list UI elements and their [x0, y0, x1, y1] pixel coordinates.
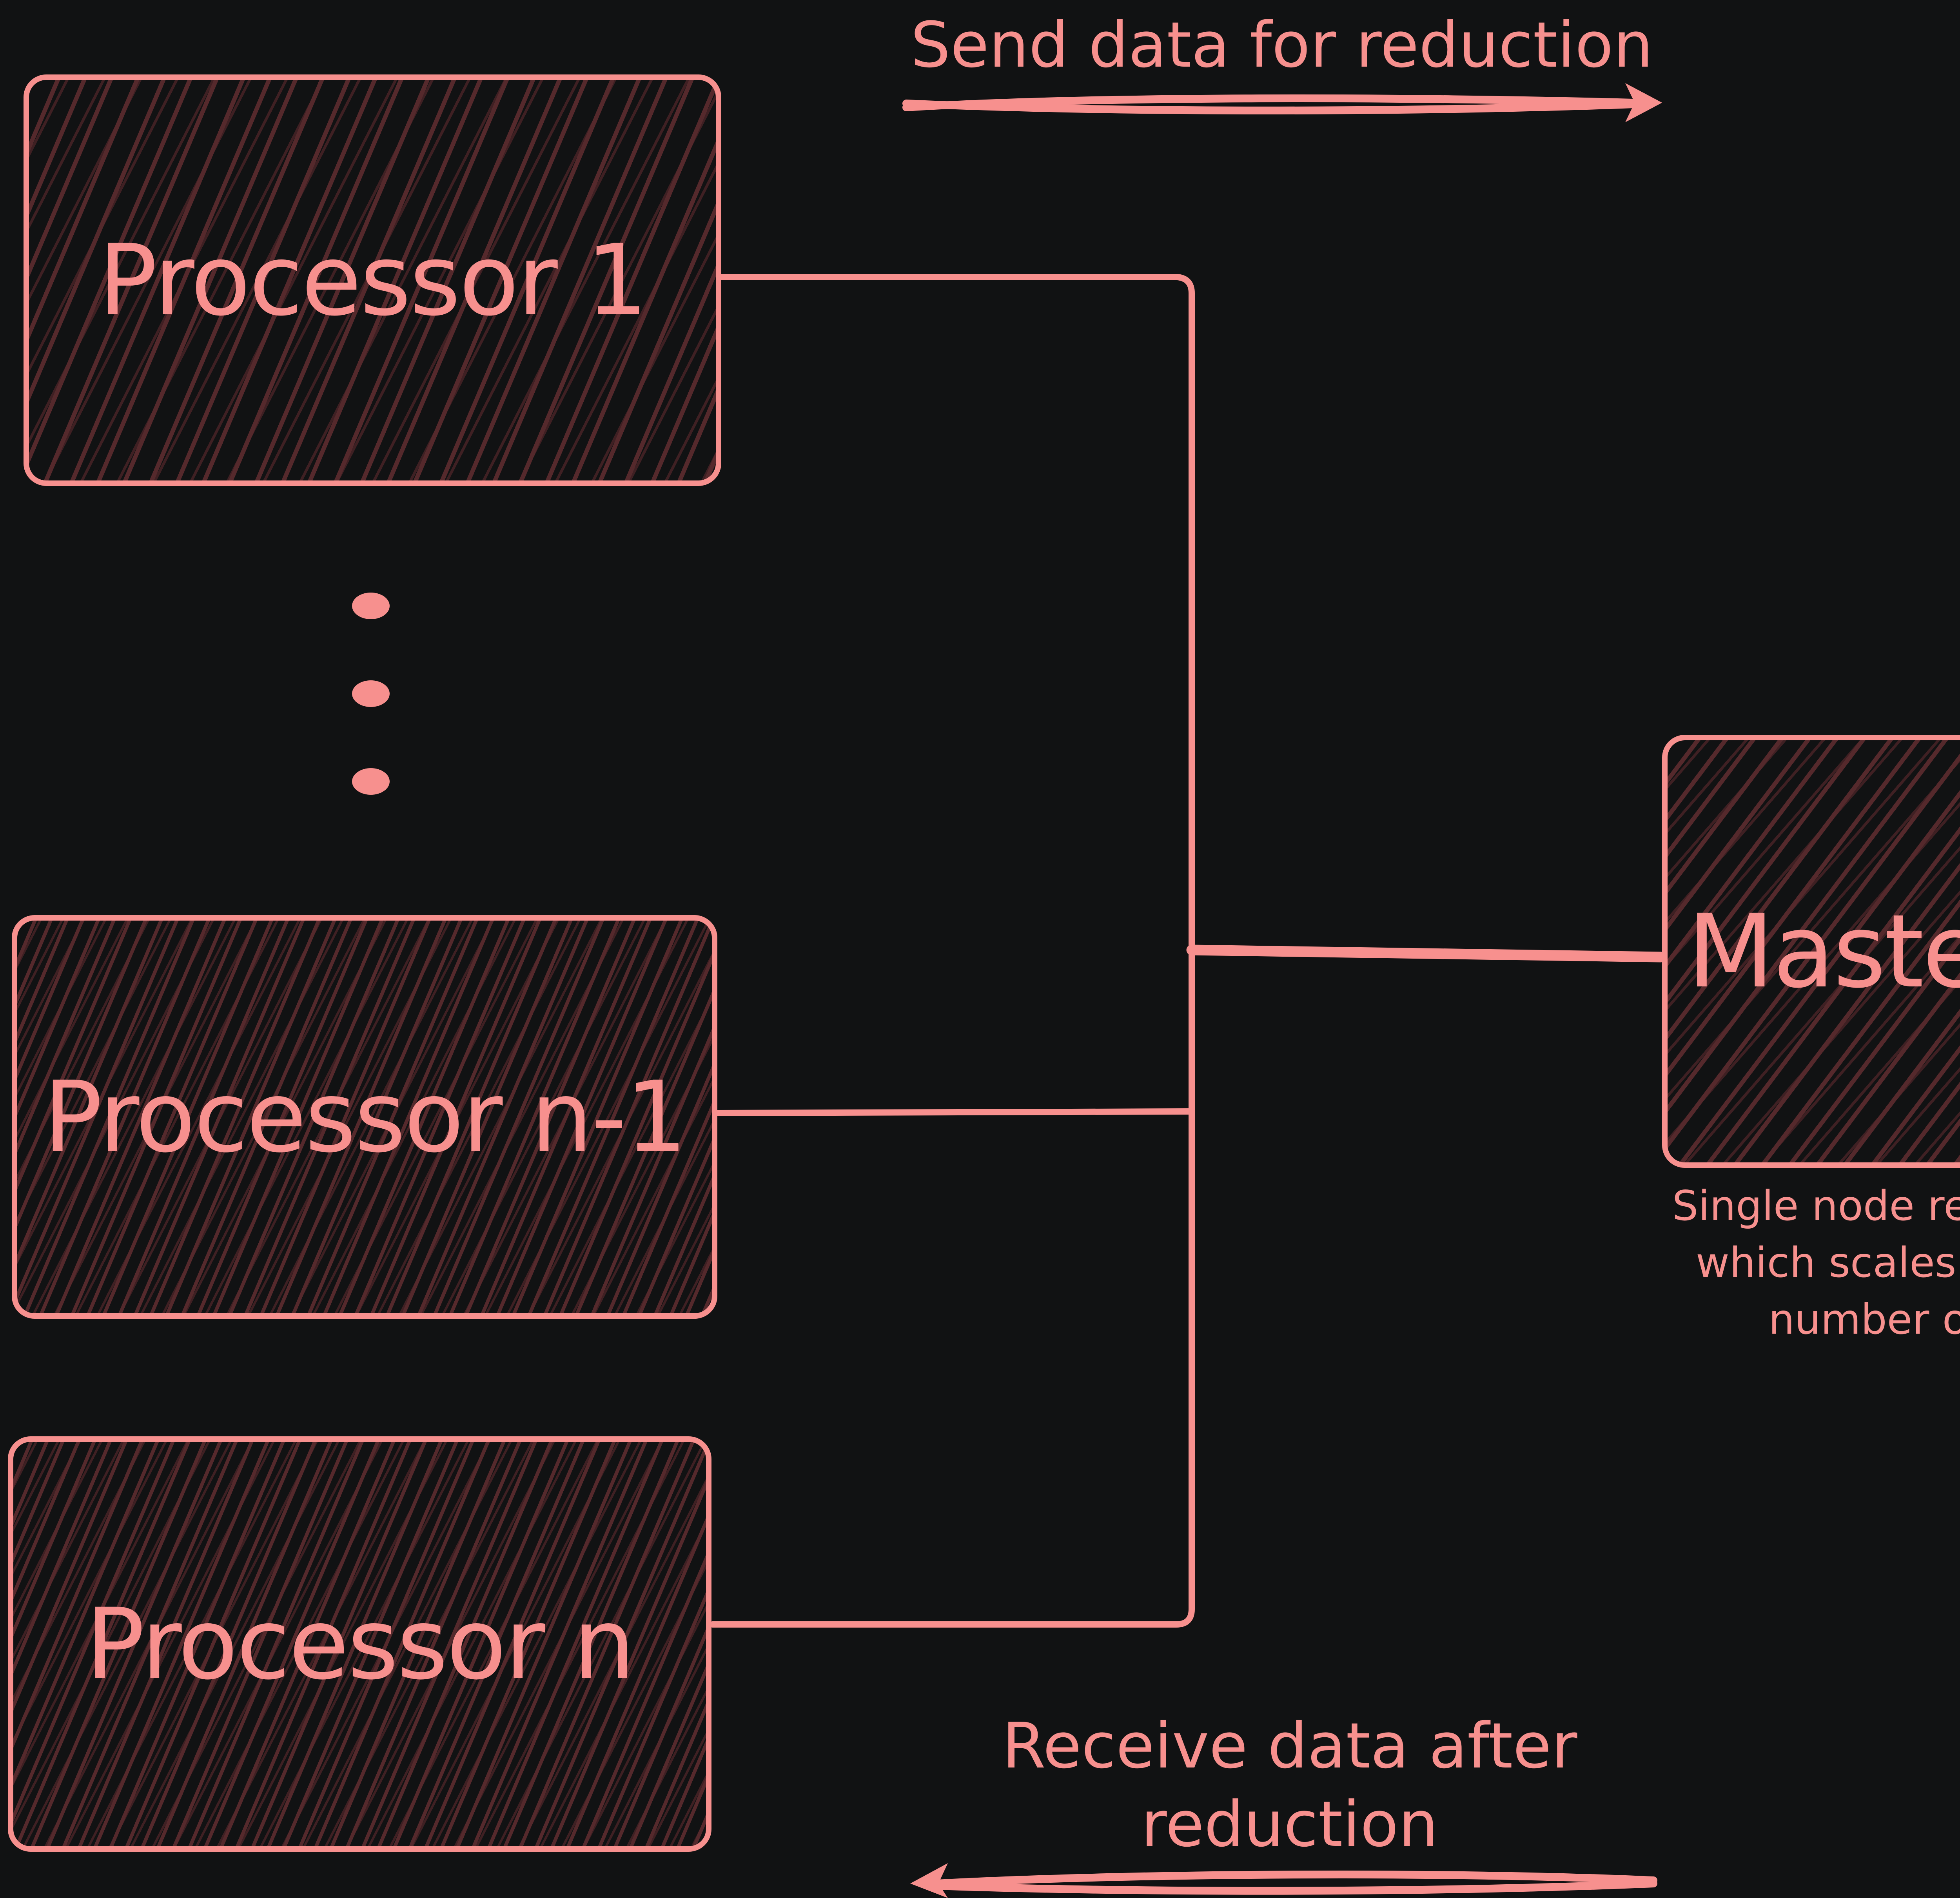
send-arrow [902, 83, 1662, 122]
ellipsis-dot [352, 680, 390, 707]
receive-arrowhead-icon [910, 1863, 948, 1898]
master-node-label: Master Node [1687, 892, 1960, 1010]
ellipsis-dot [352, 593, 390, 619]
connector-wires [710, 274, 1666, 1628]
processor-1-label: Processor 1 [98, 223, 648, 337]
wire-processorN1-branch [715, 1108, 1195, 1116]
send-arrow-stroke [902, 94, 1637, 111]
receive-arrow [910, 1863, 1657, 1898]
ellipsis-dot [352, 768, 390, 795]
wire-processor1-trunk-processorN [710, 274, 1195, 1628]
receive-arrow-stroke [933, 1870, 1657, 1887]
wire-trunk-to-master [1186, 944, 1666, 963]
send-arrow-stroke [902, 100, 1637, 114]
processor-n-1-label: Processor n-1 [43, 1060, 687, 1174]
processor-n-node: Processor n [8, 1436, 711, 1852]
receive-arrow-label: Receive data after reduction [1002, 1709, 1577, 1861]
master-node-caption: Single node reducing NxD data, which sca… [1672, 1182, 1960, 1343]
send-arrow-label: Send data for reduction [910, 8, 1653, 82]
send-arrowhead-icon [1625, 83, 1662, 122]
master-node: Master Node [1662, 735, 1960, 1168]
ellipsis-dots [352, 593, 390, 795]
receive-arrow-stroke [933, 1880, 1657, 1895]
processor-n-1-node: Processor n-1 [12, 915, 717, 1319]
processor-n-label: Processor n [85, 1587, 635, 1701]
processor-1-node: Processor 1 [24, 74, 721, 486]
